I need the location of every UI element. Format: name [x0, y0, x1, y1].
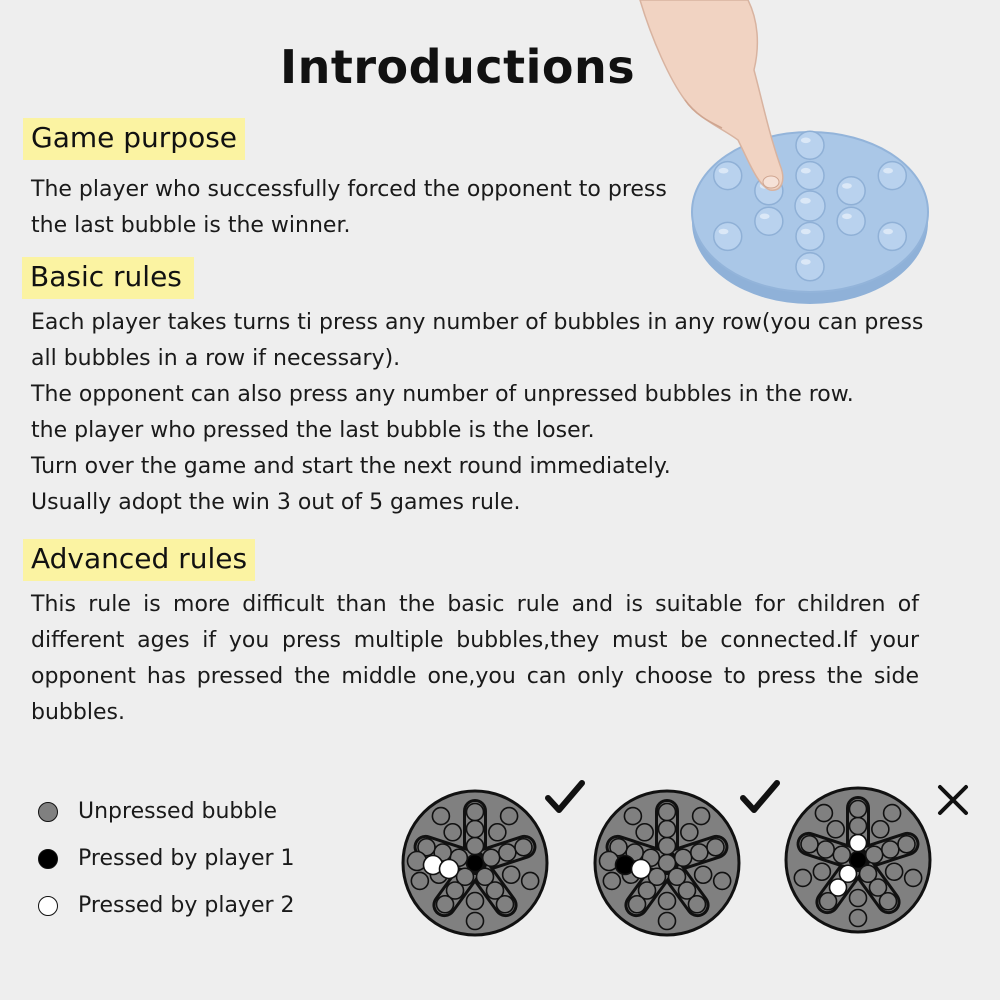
board-bubble — [485, 881, 505, 900]
board-bubble — [435, 894, 455, 914]
board-bubble — [680, 822, 699, 842]
pop-it-toy-photo — [639, 0, 929, 304]
board-bubble — [498, 843, 517, 862]
board-bubble — [706, 837, 725, 857]
board-bubble — [712, 871, 732, 891]
cross-icon — [938, 785, 968, 815]
board-bubble — [445, 881, 465, 900]
board-bubble — [657, 836, 677, 856]
advanced-rules-text: This rule is more difficult than the bas… — [31, 592, 919, 725]
board-bubble — [488, 822, 507, 842]
board-bubble — [438, 858, 460, 880]
board-bubble — [667, 867, 687, 887]
legend-item-player2: Pressed by player 2 — [38, 882, 295, 929]
board-bubble — [826, 819, 845, 839]
board-bubble — [838, 864, 858, 884]
board-bubble — [816, 840, 835, 859]
player1-bubble-icon — [38, 848, 58, 869]
board-bubble — [514, 837, 533, 857]
check-icon — [740, 780, 780, 813]
board-bubble — [465, 891, 485, 911]
page-title: Introductions — [280, 40, 636, 94]
board-bubble — [501, 865, 521, 885]
board-bubble — [623, 806, 643, 826]
board-bubble — [691, 806, 711, 826]
board-bubble — [499, 806, 519, 826]
check-icon — [545, 780, 585, 813]
board-bubble — [609, 837, 628, 857]
bubble-legend: Unpressed bubble Pressed by player 1 Pre… — [38, 788, 295, 929]
board-bubble — [793, 868, 813, 888]
example-board-2 — [593, 789, 741, 937]
board-bubble — [677, 881, 697, 900]
board-bubble — [657, 802, 677, 822]
unpressed-bubble-icon — [38, 801, 58, 822]
board-bubble — [520, 871, 540, 891]
board-bubble — [864, 845, 884, 865]
player2-bubble-icon — [38, 895, 58, 916]
game-purpose-heading: Game purpose — [23, 118, 246, 160]
basic-rules-heading: Basic rules — [22, 257, 194, 299]
board-bubble — [848, 816, 868, 836]
board-bubble — [690, 843, 709, 862]
board-bubble — [657, 819, 677, 839]
board-bubble — [637, 881, 657, 900]
board-bubble — [475, 867, 495, 887]
board-bubble — [465, 836, 485, 856]
board-bubble — [630, 858, 652, 880]
board-bubble — [832, 845, 852, 865]
board-bubble — [848, 908, 868, 928]
board-bubble — [828, 878, 848, 897]
board-bubble — [814, 803, 834, 823]
board-bubble — [800, 834, 819, 854]
board-bubble — [884, 862, 904, 882]
board-bubble — [410, 871, 430, 891]
basic-rules-text: Each player takes turns ti press any num… — [31, 310, 924, 515]
board-bubble — [443, 822, 462, 842]
example-board-3 — [784, 786, 932, 934]
board-bubble — [465, 819, 485, 839]
board-bubble — [903, 868, 923, 888]
board-bubble — [481, 848, 501, 868]
legend-item-unpressed: Unpressed bubble — [38, 788, 295, 835]
board-bubble — [602, 871, 622, 891]
board-bubble — [627, 894, 647, 914]
board-bubble — [465, 802, 485, 822]
board-bubble — [673, 848, 693, 868]
board-bubble — [687, 894, 707, 914]
board-bubble — [818, 891, 838, 911]
board-bubble — [868, 878, 888, 897]
board-bubble — [657, 891, 677, 911]
board-bubble — [657, 911, 677, 931]
board-bubble — [878, 891, 898, 911]
board-bubble — [858, 864, 878, 884]
board-bubble — [647, 867, 667, 887]
legend-item-player1: Pressed by player 1 — [38, 835, 295, 882]
board-bubble — [431, 806, 451, 826]
game-purpose-text: The player who successfully forced the o… — [31, 177, 667, 238]
board-bubble — [881, 840, 900, 859]
board-bubble — [871, 819, 890, 839]
board-bubble — [495, 894, 515, 914]
board-bubble — [848, 888, 868, 908]
board-bubble — [897, 834, 916, 854]
board-bubble — [635, 822, 654, 842]
board-bubble — [812, 862, 832, 882]
board-bubble — [882, 803, 902, 823]
board-bubble — [848, 799, 868, 819]
example-board-1 — [401, 789, 549, 937]
board-bubble — [455, 867, 475, 887]
board-bubble — [848, 833, 868, 853]
board-bubble — [417, 837, 436, 857]
board-bubble — [465, 911, 485, 931]
board-bubble — [693, 865, 713, 885]
advanced-rules-heading: Advanced rules — [23, 539, 256, 581]
